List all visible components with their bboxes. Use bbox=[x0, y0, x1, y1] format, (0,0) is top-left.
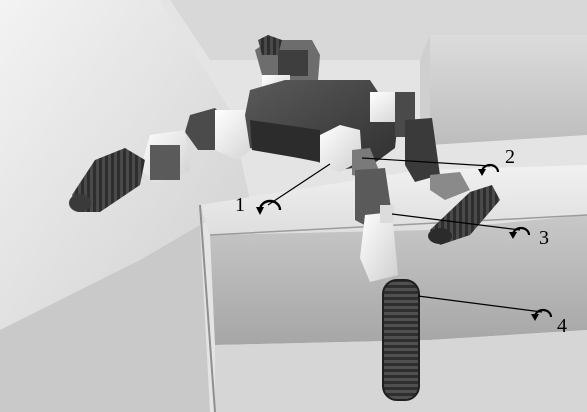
rotation-icon-4 bbox=[531, 308, 553, 321]
upper-step-front bbox=[430, 35, 587, 145]
joint-label-4: 4 bbox=[557, 315, 567, 337]
rotation-icon-3 bbox=[509, 226, 531, 239]
rotation-icons bbox=[256, 163, 553, 321]
leader-line-2 bbox=[361, 157, 491, 167]
joint-label-1: 1 bbox=[235, 194, 245, 216]
left-wall-lower bbox=[0, 225, 210, 412]
annotation-lines bbox=[267, 157, 543, 313]
joint-label-3: 3 bbox=[539, 227, 549, 249]
leg-front-left bbox=[69, 108, 262, 212]
middle-step-top bbox=[200, 165, 587, 235]
rotation-icon-2 bbox=[478, 163, 500, 176]
leader-line-4 bbox=[417, 295, 543, 313]
leader-line-1 bbox=[267, 163, 331, 206]
lower-wheel bbox=[383, 280, 419, 400]
back-floor bbox=[60, 0, 587, 60]
joint-label-2: 2 bbox=[505, 146, 515, 168]
leader-line-3 bbox=[391, 213, 521, 231]
robot-body bbox=[245, 80, 415, 172]
robot bbox=[69, 35, 500, 401]
leg-front-right bbox=[352, 148, 500, 401]
leg-back-right bbox=[405, 118, 470, 200]
rotation-icon-1 bbox=[256, 199, 282, 215]
